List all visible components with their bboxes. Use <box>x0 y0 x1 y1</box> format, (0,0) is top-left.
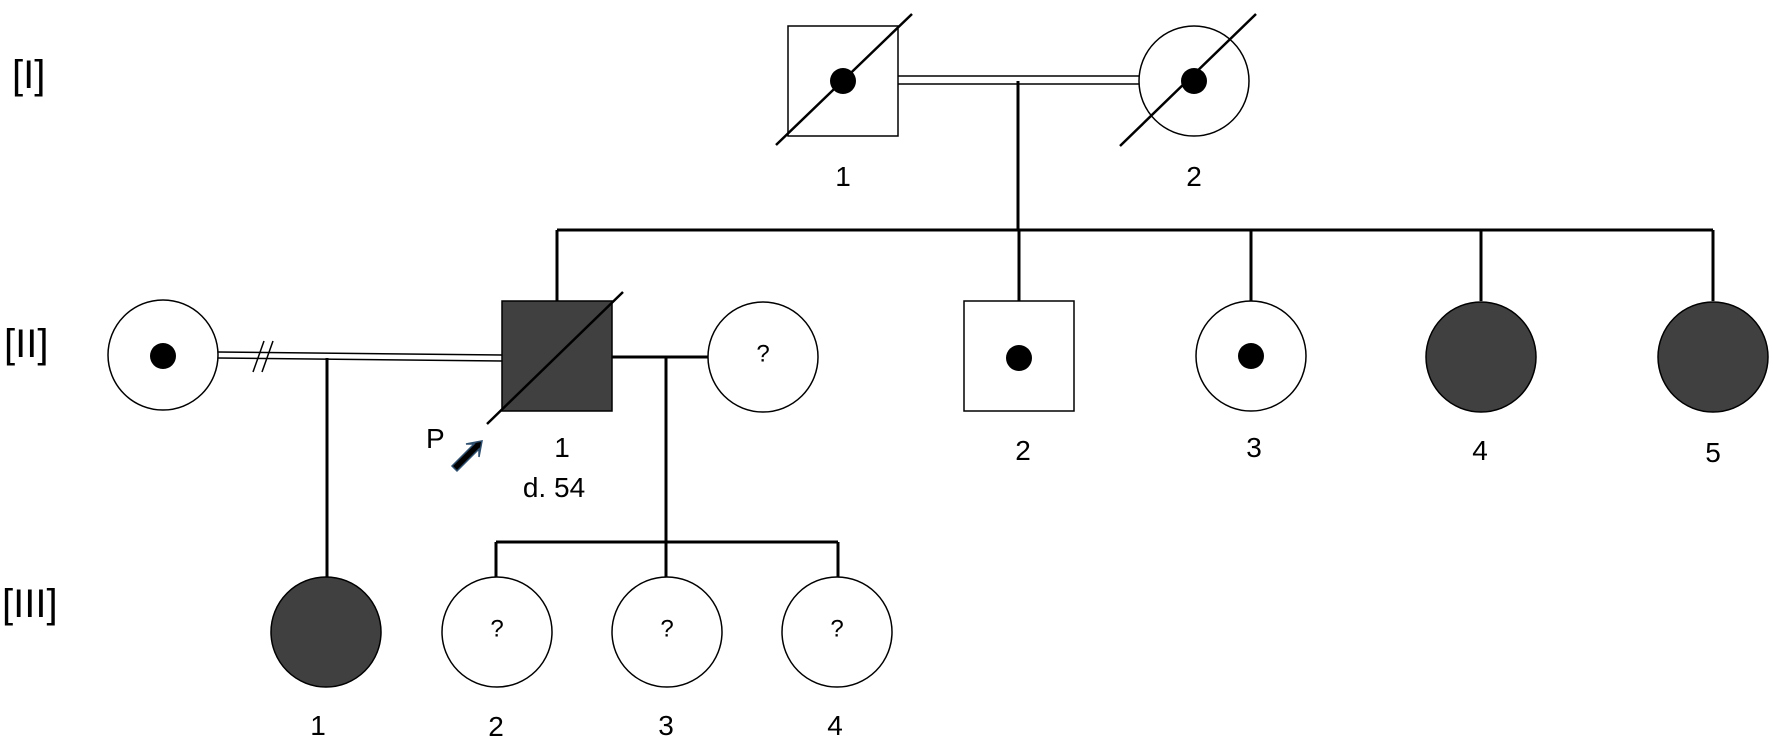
individual-number: 2 <box>1186 161 1202 192</box>
carrier-dot <box>1006 345 1032 371</box>
female-circle <box>781 576 893 688</box>
female-circle <box>707 301 819 413</box>
individual-number: 5 <box>1705 437 1721 468</box>
individual-III-2[interactable]: ? <box>441 576 553 688</box>
individual-number: 2 <box>1015 435 1031 466</box>
divorce-mark <box>252 340 265 373</box>
individual-III-4[interactable]: ? <box>781 576 893 688</box>
female-circle <box>270 576 382 688</box>
individual-number: 3 <box>1246 432 1262 463</box>
deceased-slash <box>486 291 624 425</box>
generation-label-III: [III] <box>2 582 58 626</box>
generation-label-II: [II] <box>4 322 48 366</box>
female-circle <box>1657 301 1769 413</box>
individual-I-1[interactable] <box>775 13 913 146</box>
individual-II-5[interactable] <box>1657 301 1769 413</box>
individual-III-1[interactable] <box>270 576 382 688</box>
individual-II-2[interactable] <box>963 300 1075 412</box>
unknown-mark: ? <box>830 615 843 642</box>
individual-number: 2 <box>488 711 504 742</box>
deceased-slash <box>775 13 913 146</box>
individual-number: 4 <box>827 710 843 741</box>
carrier-dot <box>1238 343 1264 369</box>
divorce-mark <box>261 340 274 373</box>
individual-number: 1 <box>835 161 851 192</box>
individual-number: 4 <box>1472 435 1488 466</box>
individual-II-4[interactable] <box>1425 301 1537 413</box>
female-circle <box>1425 301 1537 413</box>
individual-III-3[interactable]: ? <box>611 576 723 688</box>
carrier-dot <box>150 343 176 369</box>
carrier-dot <box>1181 68 1207 94</box>
individual-number: 3 <box>658 710 674 741</box>
unknown-mark: ? <box>490 615 503 642</box>
individual-II-3[interactable] <box>1195 300 1307 412</box>
individual-number: 1 <box>554 432 570 463</box>
individual-I-2[interactable] <box>1119 13 1257 147</box>
female-circle <box>611 576 723 688</box>
proband-label: P <box>426 423 445 454</box>
female-circle <box>441 576 553 688</box>
unknown-mark: ? <box>660 615 673 642</box>
unknown-mark: ? <box>756 340 769 367</box>
marriage-line-II-first <box>217 340 503 373</box>
individual-II-partner[interactable]: ? <box>707 301 819 413</box>
individual-II-spouse[interactable] <box>107 299 219 411</box>
deceased-slash <box>1119 13 1257 147</box>
death-age-note: d. 54 <box>523 472 585 503</box>
individual-number: 1 <box>310 710 326 741</box>
individual-II-1[interactable] <box>486 291 624 425</box>
proband-arrow-icon <box>450 440 483 473</box>
generation-label-I: [I] <box>12 53 45 97</box>
